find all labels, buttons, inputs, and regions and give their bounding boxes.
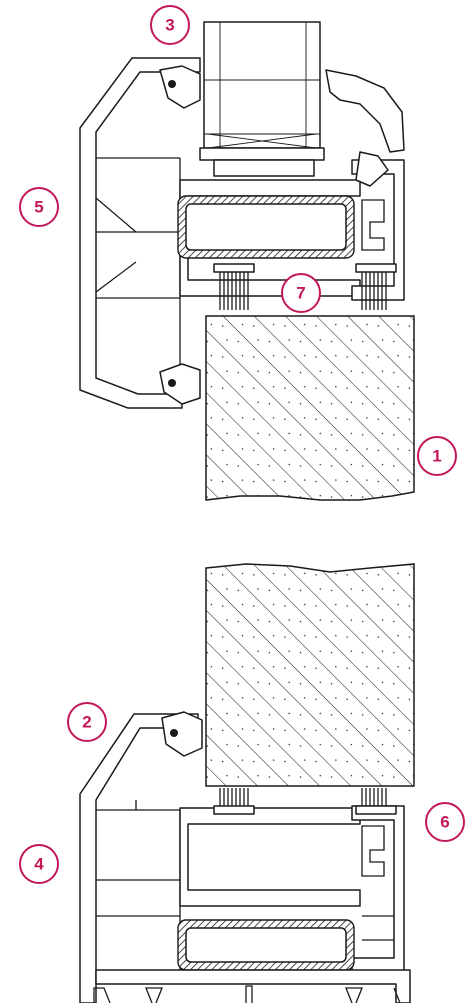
top-brush-right bbox=[355, 263, 397, 310]
callout-1: 1 bbox=[417, 436, 457, 476]
bottom-base-rail bbox=[95, 969, 411, 1003]
bottom-brush-right bbox=[355, 788, 397, 815]
top-brush-left-bristles bbox=[219, 272, 249, 310]
callout-2-label: 2 bbox=[82, 713, 91, 732]
top-frame-section bbox=[79, 21, 415, 501]
top-small-gasket-r bbox=[355, 151, 389, 187]
bottom-steel-inner bbox=[185, 927, 347, 963]
top-seal-upper-left bbox=[159, 65, 201, 109]
callout-7-circle bbox=[281, 273, 321, 313]
bottom-frame-chambers bbox=[96, 800, 181, 970]
top-seal-upper-left-dot bbox=[168, 80, 176, 88]
bottom-outer-frame bbox=[79, 713, 199, 1003]
top-bead-clip bbox=[213, 159, 315, 177]
callout-2-circle bbox=[67, 702, 107, 742]
callout-6-label: 6 bbox=[440, 813, 449, 832]
bottom-seal-left-dot bbox=[170, 729, 178, 737]
top-brush-left bbox=[213, 263, 255, 310]
bottom-base-feet bbox=[93, 985, 401, 1003]
callout-1-label: 1 bbox=[432, 447, 441, 466]
bottom-frame-section bbox=[79, 563, 415, 1003]
callout-3-label: 3 bbox=[165, 16, 174, 35]
callout-6-circle bbox=[425, 802, 465, 842]
bottom-brush-left-base bbox=[213, 805, 255, 815]
top-steel-inner bbox=[185, 203, 347, 251]
bottom-sash-right bbox=[351, 805, 405, 973]
top-frame-chambers bbox=[95, 157, 181, 372]
callout-3: 3 bbox=[150, 5, 190, 45]
top-right-gasket bbox=[325, 69, 405, 153]
callout-4-label: 4 bbox=[34, 855, 44, 874]
callout-4: 4 bbox=[19, 844, 59, 884]
bottom-brush-left-bristles bbox=[219, 788, 249, 806]
callout-7-label: 7 bbox=[296, 284, 305, 303]
top-sash-right-details bbox=[361, 199, 385, 251]
top-seal-lower-left-dot bbox=[168, 379, 176, 387]
callout-3-circle bbox=[150, 5, 190, 45]
callout-5-circle bbox=[19, 187, 59, 227]
bottom-brush-right-bristles bbox=[361, 788, 387, 806]
bottom-brush-right-base bbox=[355, 805, 397, 815]
top-brush-right-bristles bbox=[361, 272, 387, 310]
callout-6: 6 bbox=[425, 802, 465, 842]
bottom-wall-block bbox=[205, 563, 415, 787]
top-bead-base bbox=[199, 147, 325, 161]
callout-4-circle bbox=[19, 844, 59, 884]
bottom-seal-left bbox=[161, 711, 203, 757]
top-wall-block bbox=[205, 315, 415, 501]
callout-7: 7 bbox=[281, 273, 321, 313]
top-brush-left-base bbox=[213, 263, 255, 273]
top-seal-lower-left bbox=[159, 363, 201, 405]
callout-2: 2 bbox=[67, 702, 107, 742]
callout-5: 5 bbox=[19, 187, 59, 227]
top-outer-frame bbox=[79, 57, 201, 409]
top-brush-right-base bbox=[355, 263, 397, 273]
callout-1-circle bbox=[417, 436, 457, 476]
bottom-sash-profile bbox=[179, 807, 361, 907]
bottom-sash-right-details bbox=[361, 825, 394, 941]
bottom-brush-left bbox=[213, 788, 255, 815]
top-glazing-bead-lines bbox=[204, 22, 320, 149]
callout-5-label: 5 bbox=[34, 198, 43, 217]
top-glazing-bead bbox=[203, 21, 321, 149]
